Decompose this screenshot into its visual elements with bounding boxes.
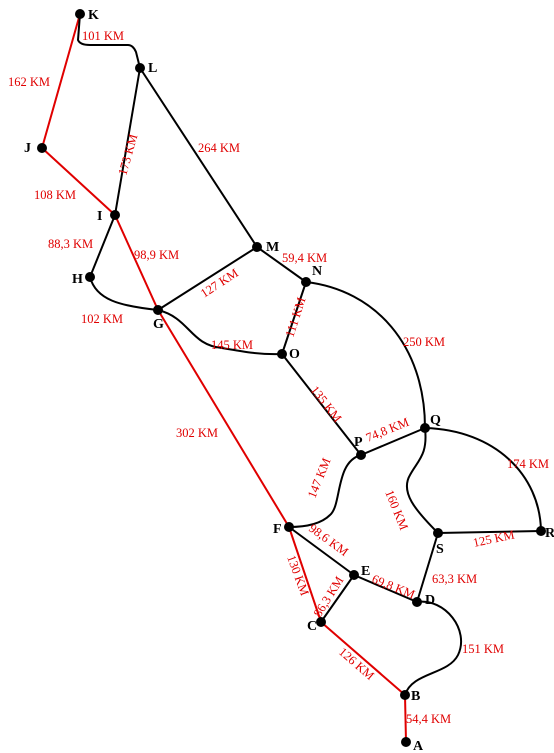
node-label-f: F [273, 522, 282, 537]
edge-l-i [114, 67, 141, 216]
node-c [316, 617, 326, 627]
edge-d-b [404, 600, 463, 696]
node-b [400, 690, 410, 700]
distance-label-f-c: 130 KM [284, 553, 312, 597]
node-m [252, 242, 262, 252]
edge-g-f [157, 309, 290, 528]
distance-label-q-r: 174 KM [507, 457, 549, 471]
edge-n-o [281, 281, 307, 355]
distance-label-l-m: 264 KM [198, 141, 240, 155]
node-label-p: P [354, 435, 363, 450]
edge-s-r [437, 530, 542, 534]
distance-label-i-g: 98,9 KM [134, 248, 179, 262]
distance-label-b-a: 54,4 KM [406, 712, 451, 726]
node-o [277, 349, 287, 359]
distance-labels-layer: 162 KM 101 KM 108 KM 173 KM 264 KM 88,3 KM 98,… [8, 29, 549, 726]
node-l [135, 63, 145, 73]
distance-label-p-f: 147 KM [305, 456, 334, 500]
distance-label-l-i: 173 KM [115, 133, 140, 177]
edge-o-p [281, 353, 362, 456]
distance-label-q-s: 160 KM [382, 488, 411, 532]
edge-q-r [424, 427, 542, 532]
node-label-g: G [153, 317, 164, 332]
edge-e-c [320, 574, 355, 623]
nodes-layer: K L J I H M N G O P Q R F S E D C B A [24, 8, 554, 753]
distance-label-j-i: 108 KM [34, 188, 76, 202]
node-label-i: I [97, 209, 102, 224]
distance-label-c-b: 126 KM [336, 645, 377, 683]
node-label-r: R [545, 526, 554, 541]
node-label-q: Q [430, 413, 441, 428]
node-label-k: K [88, 8, 99, 23]
node-n [301, 277, 311, 287]
node-r [536, 526, 546, 536]
edges-layer [41, 13, 542, 743]
node-i [110, 210, 120, 220]
distance-label-n-q: 250 KM [403, 335, 445, 349]
node-label-a: A [413, 739, 424, 753]
edge-j-i [41, 147, 116, 216]
edge-k-j [41, 13, 81, 149]
edge-m-n [256, 246, 307, 283]
distance-label-n-o: 111 KM [283, 296, 309, 339]
distance-label-k-j: 162 KM [8, 75, 50, 89]
distance-label-o-p: 135 KM [308, 383, 345, 425]
edge-h-g [89, 276, 159, 311]
node-label-h: H [72, 272, 83, 287]
node-label-j: J [24, 141, 31, 156]
edge-f-c [288, 526, 322, 623]
edge-g-m [157, 246, 258, 311]
node-d [412, 597, 422, 607]
distance-label-i-h: 88,3 KM [48, 237, 93, 251]
node-j [37, 143, 47, 153]
distance-label-f-e: 98,6 KM [306, 521, 351, 559]
node-label-e: E [361, 564, 370, 579]
node-q [420, 423, 430, 433]
distance-label-p-q: 74,8 KM [364, 415, 411, 445]
edge-i-h [89, 214, 116, 278]
edge-l-m [139, 67, 258, 248]
edge-q-s [405, 427, 439, 534]
distance-label-s-r: 125 KM [472, 528, 516, 550]
edge-k-l [77, 13, 141, 69]
node-f [284, 522, 294, 532]
node-label-c: C [307, 619, 317, 634]
node-label-l: L [148, 61, 157, 76]
node-p [356, 450, 366, 460]
distance-label-h-g: 102 KM [81, 312, 123, 326]
node-s [433, 528, 443, 538]
node-label-s: S [436, 542, 444, 557]
node-e [349, 570, 359, 580]
node-label-d: D [425, 593, 435, 608]
distance-label-m-n: 59,4 KM [282, 251, 327, 265]
distance-label-s-d: 63,3 KM [432, 572, 477, 586]
edge-p-f [288, 454, 362, 528]
node-label-b: B [411, 689, 420, 704]
edge-s-d [416, 532, 439, 603]
node-label-o: O [289, 347, 300, 362]
edge-b-a [404, 694, 407, 743]
edge-e-d [353, 574, 418, 603]
node-h [85, 272, 95, 282]
distance-label-g-o: 145 KM [211, 338, 253, 352]
node-label-m: M [266, 240, 279, 255]
edge-n-q [305, 281, 426, 429]
edge-p-q [360, 427, 426, 456]
edge-c-b [320, 621, 406, 696]
node-g [153, 305, 163, 315]
distance-label-e-d: 69,8 KM [370, 572, 417, 602]
edge-f-e [288, 526, 355, 576]
node-a [401, 737, 411, 747]
node-label-n: N [312, 264, 322, 279]
edge-g-o [157, 309, 283, 356]
distance-label-g-f: 302 KM [176, 426, 218, 440]
distance-label-k-l: 101 KM [82, 29, 124, 43]
distance-label-d-b: 151 KM [462, 642, 504, 656]
edge-i-g [114, 214, 159, 311]
node-k [75, 9, 85, 19]
